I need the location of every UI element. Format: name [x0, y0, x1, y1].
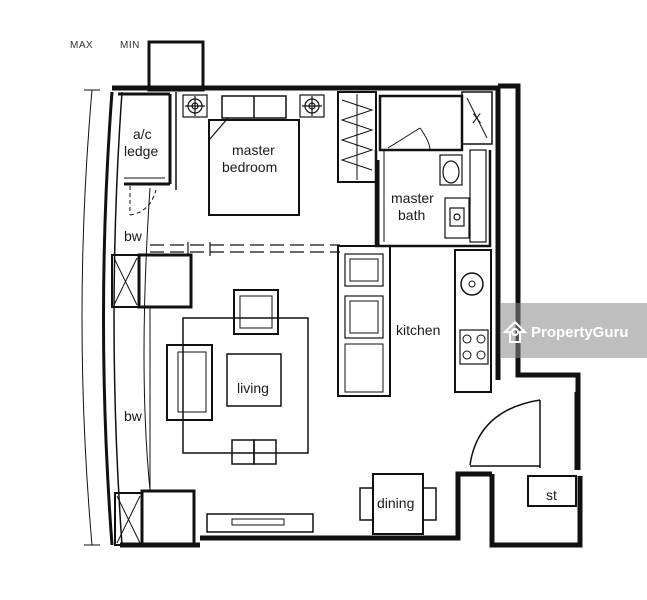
min-label: MIN	[120, 40, 140, 51]
toilet	[439, 154, 463, 186]
kitchen-label: kitchen	[396, 322, 440, 338]
bay-dimension	[81, 89, 100, 546]
max-label: MAX	[70, 40, 93, 51]
bath-vanity	[444, 197, 470, 239]
ledge-door-arc	[129, 186, 157, 216]
bed-headboard	[221, 95, 287, 119]
storage-room	[527, 475, 577, 507]
armchair	[233, 289, 279, 335]
bath-x-label: X	[472, 110, 482, 126]
kitchen-counter	[337, 245, 391, 397]
bay-box-middle	[111, 253, 193, 309]
ac-ledge-label: a/c	[133, 126, 152, 142]
watermark-logo-icon	[502, 320, 528, 343]
watermark-brand: PropertyGuru	[531, 324, 629, 341]
bath-tub	[469, 149, 487, 243]
bay-box-bottom	[114, 489, 196, 547]
st-label: st	[546, 487, 557, 503]
dining-label: dining	[377, 495, 414, 511]
master-bath-label: master	[391, 190, 434, 206]
tv-console	[206, 513, 314, 533]
bed	[208, 117, 300, 216]
ottomans	[231, 439, 277, 465]
dining-table	[359, 473, 437, 535]
bw-top-label: bw	[124, 228, 143, 244]
bedside-lamp-left	[182, 94, 208, 118]
kitchen-sink-counter	[454, 249, 492, 393]
coffee-table	[226, 353, 282, 407]
master-bedroom-label-2: bedroom	[222, 159, 277, 175]
ac-ledge-label-2: ledge	[124, 143, 158, 159]
master-bedroom-label: master	[232, 142, 275, 158]
living-rug	[182, 317, 309, 454]
ac-ledge-box	[147, 40, 205, 92]
bw-bottom-label: bw	[124, 408, 143, 424]
bedside-lamp-right	[299, 94, 325, 118]
facade-wall	[102, 91, 151, 546]
master-bath-walls	[374, 91, 493, 248]
wardrobe	[337, 91, 377, 183]
master-bath-label-2: bath	[398, 207, 425, 223]
living-label: living	[237, 380, 269, 396]
ac-ledge-walls	[118, 92, 177, 190]
outer-walls	[112, 83, 583, 548]
sofa	[166, 344, 213, 421]
entrance-door	[469, 392, 576, 470]
